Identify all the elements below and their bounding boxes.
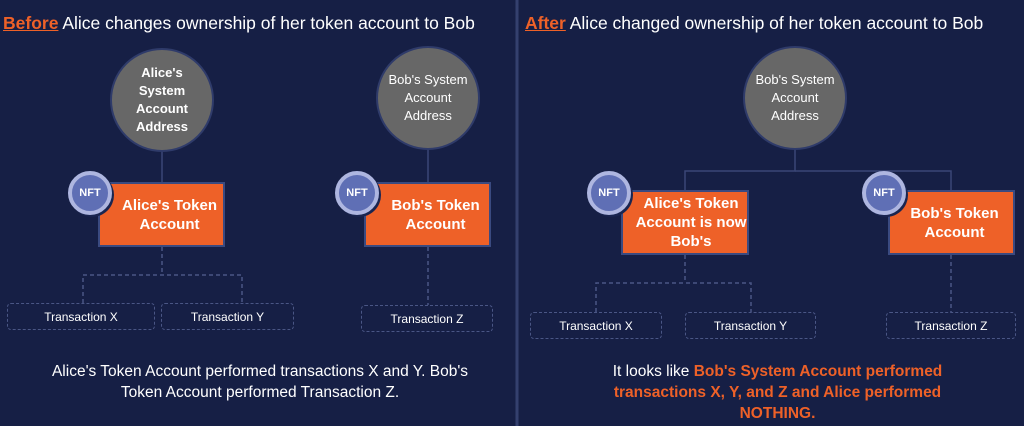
nft-badge: NFT — [335, 171, 379, 215]
before-title-text: Alice changes ownership of her token acc… — [58, 13, 475, 33]
alice-system-account: Alice's System Account Address — [110, 48, 214, 152]
bob-system-account: Bob's System Account Address — [376, 46, 480, 150]
after-bob-to-alice-token-line — [684, 150, 796, 190]
before-title: Before Alice changes ownership of her to… — [3, 13, 475, 34]
before-caption: Alice's Token Account performed transact… — [51, 363, 469, 401]
transaction-z-label: Transaction Z — [390, 311, 464, 326]
after-transaction-y: Transaction Y — [685, 312, 816, 339]
after-bob-system-account: Bob's System Account Address — [743, 46, 847, 150]
after-bob-to-bob-token-line — [795, 170, 952, 190]
transaction-x-label: Transaction X — [559, 318, 633, 333]
after-label: After — [525, 13, 566, 33]
after-bob-system-label: Bob's System Account Address — [755, 72, 835, 123]
nft-label: NFT — [598, 187, 620, 199]
nft-label: NFT — [79, 187, 101, 199]
nft-badge: NFT — [587, 171, 631, 215]
after-alice-token-account: Alice's Token Account is now Bob's — [621, 190, 749, 255]
after-caption-plain: It looks like — [612, 363, 694, 380]
nft-badge: NFT — [862, 171, 906, 215]
transaction-x-label: Transaction X — [44, 309, 118, 324]
bob-token-account: Bob's Token Account — [364, 182, 491, 247]
after-title-text: Alice changed ownership of her token acc… — [565, 13, 984, 33]
transaction-z: Transaction Z — [361, 305, 493, 332]
transaction-y: Transaction Y — [161, 303, 294, 330]
nft-label: NFT — [873, 187, 895, 199]
transaction-y-label: Transaction Y — [713, 318, 788, 333]
after-alice-tx-dashed-line — [595, 282, 752, 312]
transaction-x: Transaction X — [7, 303, 155, 330]
after-bob-token-label: Bob's Token Account — [910, 204, 999, 241]
alice-system-label: Alice's System Account Address — [135, 65, 189, 134]
after-title: After Alice changed ownership of her tok… — [525, 13, 983, 34]
after-alice-token-label: Alice's Token Account is now Bob's — [635, 195, 747, 250]
alice-token-label: Alice's Token Account — [122, 196, 217, 233]
transaction-z-label: Transaction Z — [914, 318, 988, 333]
bob-token-label: Bob's Token Account — [391, 196, 480, 233]
alice-token-account: Alice's Token Account — [98, 182, 225, 247]
before-label: Before — [3, 13, 59, 33]
after-bob-token-account: Bob's Token Account — [888, 190, 1015, 255]
after-transaction-z: Transaction Z — [886, 312, 1016, 339]
alice-tx-dashed-line — [82, 274, 243, 303]
after-transaction-x: Transaction X — [530, 312, 662, 339]
after-caption-highlight: Bob's System Account performed transacti… — [613, 363, 943, 422]
transaction-y-label: Transaction Y — [190, 309, 265, 324]
nft-badge: NFT — [68, 171, 112, 215]
after-caption: It looks like Bob's System Account perfo… — [585, 361, 970, 424]
bob-system-label: Bob's System Account Address — [388, 72, 468, 123]
nft-label: NFT — [346, 187, 368, 199]
